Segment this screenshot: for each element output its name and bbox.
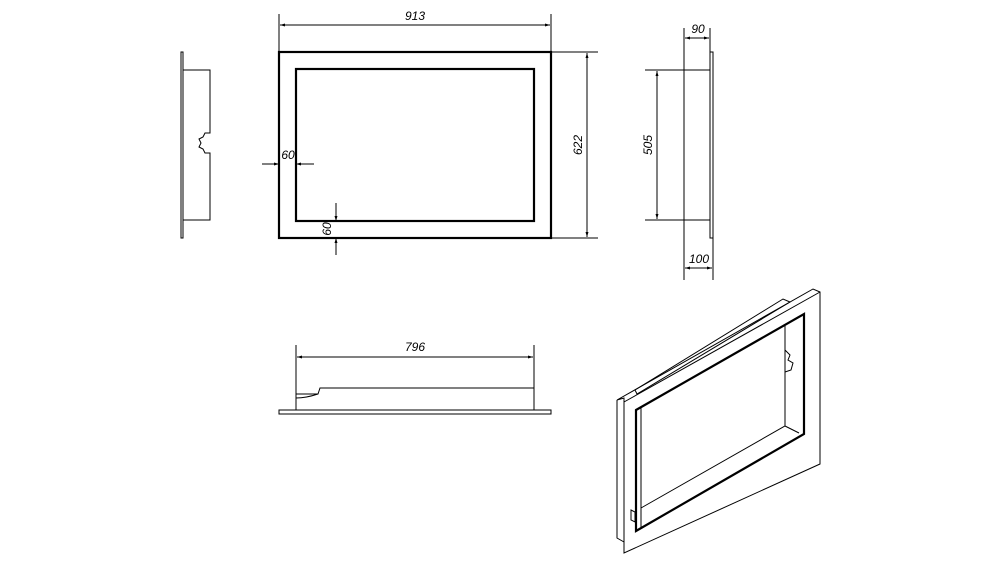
front-view: 913 622 60 60: [262, 9, 598, 255]
dimension-total-depth: 100: [689, 252, 709, 266]
dimension-inner-height: 505: [641, 135, 655, 155]
dimension-frame-bottom: 60: [320, 222, 334, 236]
dimension-width: 913: [405, 9, 425, 23]
dimension-frame-side: 60: [281, 148, 295, 162]
left-side-view: [180, 51, 211, 239]
top-view: 796: [278, 340, 552, 415]
dimension-inner-width: 796: [405, 340, 425, 354]
isometric-view: [616, 288, 821, 554]
dimension-height: 622: [571, 135, 585, 155]
right-side-view: 90 505 100: [641, 22, 714, 280]
dimension-depth: 90: [691, 22, 705, 36]
